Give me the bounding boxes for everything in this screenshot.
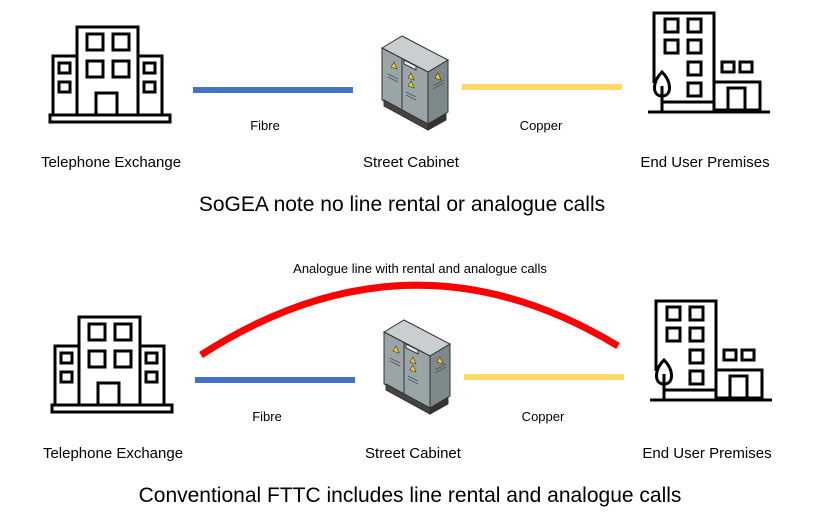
fibre-label: Fibre <box>252 409 282 424</box>
street-cabinet-icon <box>380 35 450 131</box>
exchange-label: Telephone Exchange <box>40 154 182 171</box>
analogue-line-label: Analogue line with rental and analogue c… <box>293 261 547 276</box>
premises-label: End User Premises <box>642 445 772 462</box>
fibre-link <box>193 87 353 93</box>
end-user-premises-icon <box>650 299 772 402</box>
fibre-link <box>195 377 355 383</box>
cabinet-label: Street Cabinet <box>365 445 461 462</box>
copper-link <box>464 374 624 380</box>
fibre-label: Fibre <box>250 118 280 133</box>
cabinet-label: Street Cabinet <box>363 154 459 171</box>
exchange-label: Telephone Exchange <box>42 445 184 462</box>
telephone-exchange-icon <box>48 25 172 124</box>
end-user-premises-icon <box>648 11 770 114</box>
copper-label: Copper <box>519 118 563 133</box>
copper-label: Copper <box>521 409 565 424</box>
sogea-caption: SoGEA note no line rental or analogue ca… <box>198 193 606 216</box>
fttc-caption: Conventional FTTC includes line rental a… <box>138 484 682 507</box>
street-cabinet-icon <box>382 319 452 415</box>
telephone-exchange-icon <box>50 315 174 414</box>
premises-label: End User Premises <box>640 154 770 171</box>
copper-link <box>462 84 622 90</box>
